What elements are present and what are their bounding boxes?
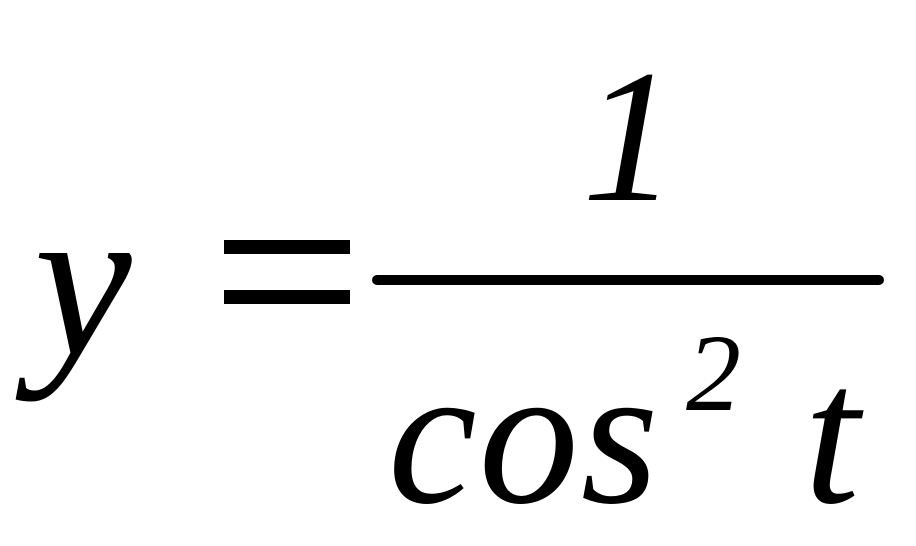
equals-bottom-bar bbox=[224, 290, 350, 304]
equals-top-bar bbox=[224, 240, 350, 254]
variable-y: y bbox=[34, 158, 132, 402]
fraction-numerator: 1 bbox=[582, 32, 677, 242]
denominator-variable: t bbox=[804, 325, 860, 546]
fraction-bar bbox=[372, 275, 884, 285]
denominator-exponent: 2 bbox=[686, 312, 741, 434]
denominator-function: cos bbox=[388, 325, 661, 546]
